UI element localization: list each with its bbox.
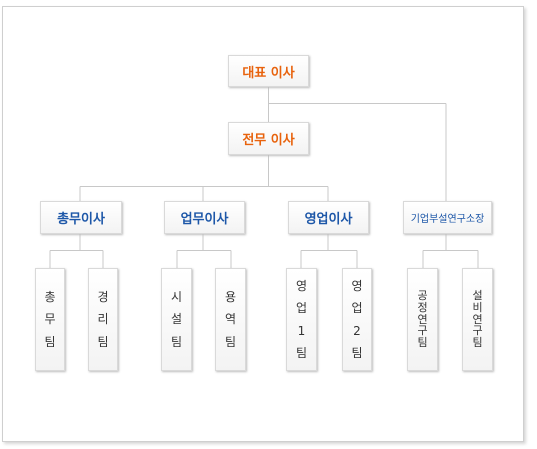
team-char: 비 [472,300,483,314]
node-research-lab-head: 기업부설연구소장 [403,201,492,234]
team-char: 설 [472,288,483,302]
team-char: 구 [417,324,428,338]
node-director-2: 업무이사 [164,201,245,234]
team-char: 팀 [44,334,56,349]
team-char: 연 [417,312,428,326]
team-char: 2 [353,323,361,338]
team-char: 무 [44,312,56,327]
team-char: 역 [224,312,237,327]
node-ceo: 대표 이사 [228,55,309,87]
team-char: 시 [170,290,183,305]
team-char: 팀 [97,334,109,349]
team-char: 팀 [170,334,183,349]
team-char: 공 [417,288,428,302]
team-char: 연 [472,312,483,326]
node-managing-director: 전무 이사 [228,122,309,155]
team-char: 업 [351,301,363,316]
team-char: 정 [417,300,428,314]
team-char: 영 [295,279,308,294]
team-char: 리 [97,312,109,327]
team-char: 구 [472,324,483,338]
team-char: 팀 [224,334,237,349]
team-char: 팀 [417,336,428,350]
team-char: 팀 [472,336,483,350]
team-char: 설 [170,312,183,327]
node-director-3: 영업이사 [288,201,369,234]
team-char: 영 [351,279,363,294]
team-char: 팀 [295,345,308,360]
team-char: 1 [297,323,306,338]
team-char: 용 [224,290,237,305]
node-director-1: 총무이사 [40,201,122,234]
team-char: 경 [97,290,109,305]
team-char: 팀 [351,345,363,360]
team-char: 총 [44,290,56,305]
team-char: 업 [295,301,308,316]
